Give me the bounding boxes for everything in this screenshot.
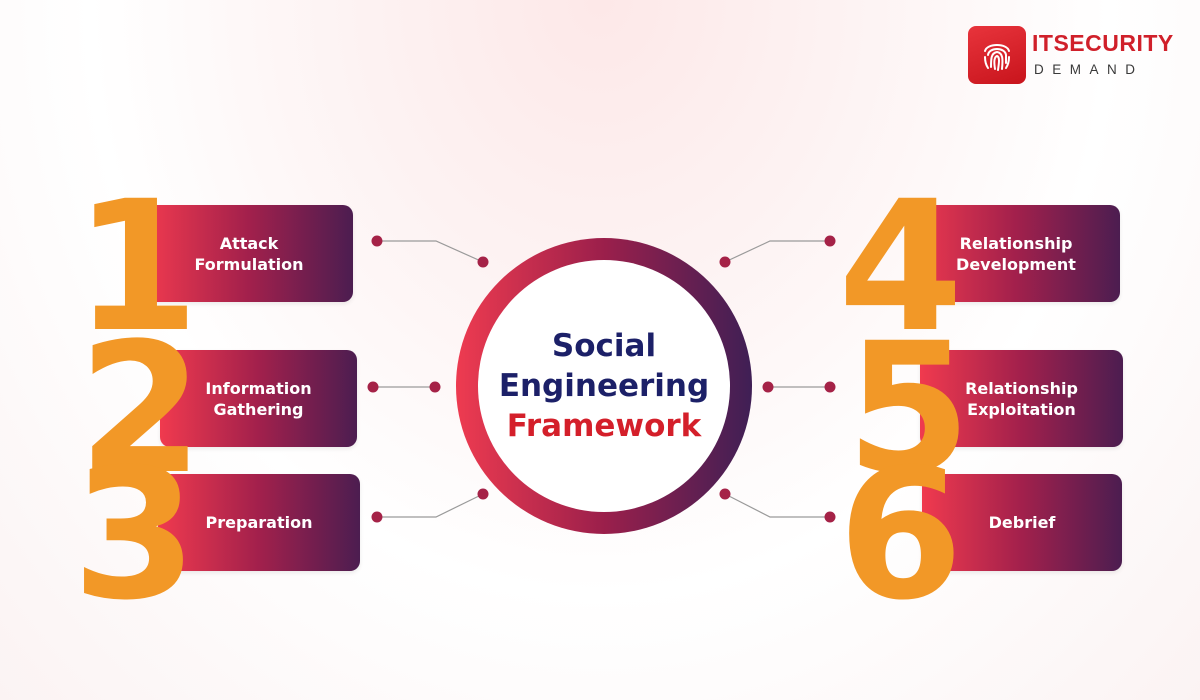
connector-dot bbox=[824, 381, 836, 393]
step-label: Debrief bbox=[988, 513, 1056, 532]
step-number-1: 1 bbox=[74, 163, 200, 372]
connector-dot bbox=[477, 256, 489, 268]
step-card-1: Attack Formulation bbox=[145, 205, 353, 302]
connector-dot bbox=[824, 235, 836, 247]
center-title-line2: Engineering bbox=[498, 368, 710, 404]
step-number-2: 2 bbox=[78, 305, 204, 514]
step-number-6: 6 bbox=[838, 431, 964, 640]
fingerprint-icon bbox=[968, 26, 1026, 84]
step-label: Information Gathering bbox=[205, 378, 312, 419]
step-card-3: Preparation bbox=[158, 474, 360, 571]
step-card-5: Relationship Exploitation bbox=[920, 350, 1123, 447]
logo-title: ITSECURITY bbox=[1032, 30, 1174, 56]
step-card-4: Relationship Development bbox=[912, 205, 1120, 302]
brand-logo: ITSECURITY DEMAND bbox=[968, 26, 1173, 86]
step-card-6: Debrief bbox=[922, 474, 1122, 571]
connector-dot bbox=[429, 381, 441, 393]
step-number-4: 4 bbox=[838, 163, 964, 372]
connector-dot bbox=[719, 488, 731, 500]
step-label: Preparation bbox=[205, 513, 313, 532]
center-title-line1: Social bbox=[551, 328, 657, 364]
connector-dot bbox=[371, 235, 383, 247]
connector-dot bbox=[719, 256, 731, 268]
step-number-5: 5 bbox=[846, 305, 972, 514]
center-title: Social Engineering Framework bbox=[456, 238, 752, 534]
connector-dot bbox=[824, 511, 836, 523]
center-title-line3: Framework bbox=[506, 408, 702, 444]
step-number-3: 3 bbox=[72, 431, 198, 640]
connector-dot bbox=[367, 381, 379, 393]
connector-dot bbox=[477, 488, 489, 500]
step-label: Attack Formulation bbox=[194, 233, 304, 274]
step-label: Relationship Development bbox=[956, 233, 1076, 274]
step-label: Relationship Exploitation bbox=[965, 378, 1078, 419]
logo-subtitle: DEMAND bbox=[1034, 62, 1144, 77]
step-card-2: Information Gathering bbox=[160, 350, 357, 447]
connector-dot bbox=[371, 511, 383, 523]
center-ring bbox=[456, 238, 752, 534]
connector-dot bbox=[762, 381, 774, 393]
